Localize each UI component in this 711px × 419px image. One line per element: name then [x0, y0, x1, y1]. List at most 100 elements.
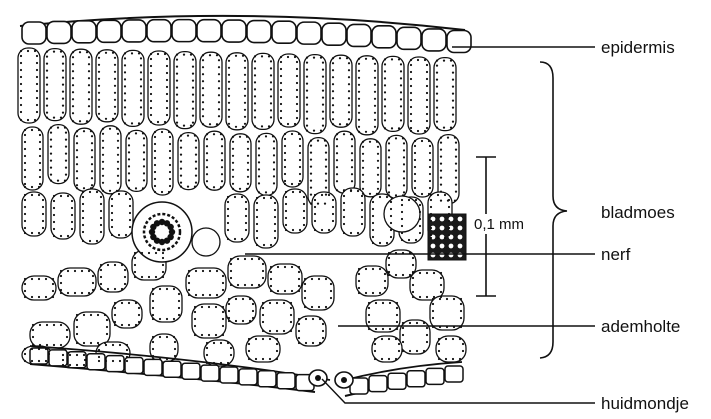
chloroplast-dot: [343, 209, 345, 211]
chloroplast-dot: [400, 105, 402, 107]
chloroplast-dot: [247, 148, 249, 150]
chloroplast-dot: [91, 156, 93, 158]
chloroplast-dot: [141, 276, 143, 278]
chloroplast-dot: [280, 56, 282, 58]
chloroplast-dot: [111, 219, 113, 221]
chloroplast-dot: [88, 98, 90, 100]
chloroplast-dot: [287, 56, 289, 58]
chloroplast-dot: [135, 324, 137, 326]
chloroplast-dot: [162, 271, 164, 273]
chloroplast-dot: [91, 135, 93, 137]
chloroplast-dot: [202, 94, 204, 96]
chloroplast-dot: [237, 284, 239, 286]
chloroplast-dot: [194, 325, 196, 327]
chloroplast-dot: [228, 126, 230, 128]
chloroplast-dot: [178, 314, 180, 316]
chloroplast-dot: [444, 194, 446, 196]
chloroplast-dot: [306, 69, 308, 71]
chloroplast-dot: [192, 115, 194, 117]
chloroplast-dot: [62, 359, 64, 361]
chloroplast-dot: [52, 278, 54, 280]
chloroplast-dot: [336, 152, 338, 154]
chloroplast-dot: [38, 360, 40, 362]
chloroplast-dot: [166, 65, 168, 67]
chloroplast-dot: [426, 127, 428, 129]
chloroplast-dot: [166, 100, 168, 102]
chloroplast-dot: [362, 146, 364, 148]
upper-epidermis-cells: [20, 16, 471, 53]
chloroplast-dot: [298, 271, 300, 273]
chloroplast-dot: [100, 203, 102, 205]
chloroplast-dot: [270, 244, 272, 246]
chloroplast-dot: [187, 186, 189, 188]
chloroplast-dot: [228, 60, 230, 62]
chloroplast-dot: [117, 133, 119, 135]
chloroplast-dot: [332, 90, 334, 92]
chloroplast-dot: [116, 190, 118, 192]
chloroplast-dot: [358, 58, 360, 60]
chloroplast-dot: [403, 170, 405, 172]
chloroplast-dot: [228, 109, 230, 111]
chloroplast-dot: [436, 121, 438, 123]
chloroplast-dot: [62, 70, 64, 72]
chloroplast-dot: [273, 175, 275, 177]
chloroplast-dot: [216, 54, 218, 56]
chloroplast-dot: [303, 203, 305, 205]
chloroplast-dot: [111, 212, 113, 214]
chloroplast-dot: [39, 169, 41, 171]
chloroplast-dot: [230, 284, 232, 286]
chloroplast-dot: [410, 71, 412, 73]
chloroplast-dot: [82, 231, 84, 233]
chloroplast-dot: [403, 177, 405, 179]
chloroplast-dot: [247, 141, 249, 143]
chloroplast-dot: [31, 296, 33, 298]
chloroplast-dot: [346, 57, 348, 59]
chloroplast-dot: [82, 240, 84, 242]
chloroplast-dot: [440, 296, 442, 298]
chloroplast-dot: [372, 229, 374, 231]
chloroplast-dot: [46, 324, 48, 326]
palisade-cell: [256, 133, 277, 195]
chloroplast-dot: [379, 268, 381, 270]
chloroplast-dot: [67, 270, 69, 272]
chloroplast-dot: [221, 173, 223, 175]
chloroplast-dot: [270, 278, 272, 280]
chloroplast-dot: [321, 229, 323, 231]
chloroplast-dot: [374, 350, 376, 352]
chloroplast-dot: [280, 117, 282, 119]
chloroplast-dot: [401, 225, 403, 227]
chloroplast-dot: [166, 79, 168, 81]
chloroplast-dot: [62, 77, 64, 79]
chloroplast-dot: [322, 323, 324, 325]
chloroplast-dot: [241, 238, 243, 240]
chloroplast-dot: [114, 71, 116, 73]
chloroplast-dot: [192, 94, 194, 96]
bladmoes-brace: [540, 62, 567, 358]
chloroplast-dot: [432, 317, 434, 319]
chloroplast-dot: [164, 121, 166, 123]
chloroplast-dot: [76, 354, 78, 356]
chloroplast-dot: [202, 108, 204, 110]
chloroplast-dot: [232, 169, 234, 171]
chloroplast-dot: [98, 78, 100, 80]
chloroplast-dot: [258, 182, 260, 184]
chloroplast-dot: [358, 126, 360, 128]
chloroplast-dot: [88, 77, 90, 79]
chloroplast-dot: [62, 63, 64, 65]
chloroplast-dot: [176, 122, 178, 124]
chloroplast-dot: [213, 342, 215, 344]
chloroplast-dot: [69, 364, 71, 366]
chloroplast-dot: [176, 66, 178, 68]
chloroplast-dot: [440, 142, 442, 144]
chloroplast-dot: [358, 105, 360, 107]
chloroplast-dot: [440, 163, 442, 165]
chloroplast-dot: [143, 144, 145, 146]
chloroplast-dot: [245, 222, 247, 224]
chloroplast-dot: [24, 227, 26, 229]
chloroplast-dot: [390, 201, 392, 203]
chloroplast-dot: [220, 342, 222, 344]
chloroplast-dot: [245, 215, 247, 217]
chloroplast-dot: [310, 152, 312, 154]
chloroplast-dot: [222, 289, 224, 291]
chloroplast-dot: [24, 353, 26, 355]
